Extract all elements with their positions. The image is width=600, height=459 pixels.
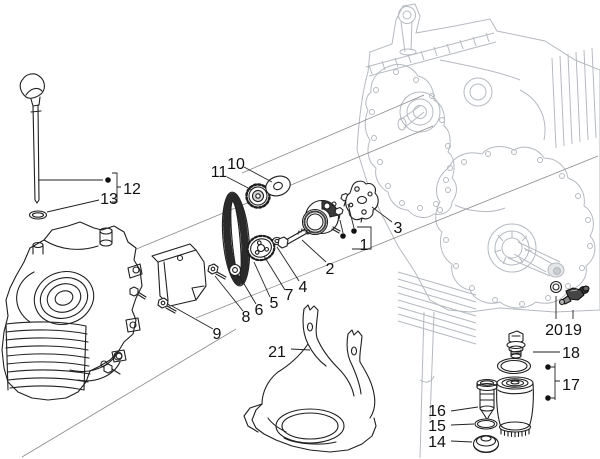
filter-element-drawing bbox=[476, 378, 498, 421]
part-number-label: 6 bbox=[255, 302, 264, 319]
filter-union-drawing bbox=[506, 330, 526, 359]
part-number-label: 13 bbox=[100, 191, 118, 208]
pump-bolt-drawing bbox=[277, 226, 310, 249]
screw-8-drawing bbox=[207, 263, 227, 280]
part-number-label: 18 bbox=[562, 345, 580, 362]
part-number-label: 21 bbox=[268, 344, 286, 361]
part-number-label: 9 bbox=[213, 326, 222, 343]
filter-oring-drawing bbox=[496, 357, 532, 375]
support-bracket-drawing bbox=[243, 304, 377, 453]
washer-10-drawing bbox=[265, 175, 291, 197]
part-number-label: 19 bbox=[564, 322, 582, 339]
chain-bottom-hub bbox=[232, 267, 238, 273]
bracket-screw-drawing bbox=[157, 297, 177, 314]
pressure-sensor-drawing bbox=[558, 285, 590, 306]
chain-bottom-hole bbox=[228, 263, 242, 277]
drain-cap-drawing bbox=[472, 434, 500, 454]
dipstick-drawing bbox=[19, 73, 45, 204]
part-number-label: 12 bbox=[123, 181, 141, 198]
part-number-label: 11 bbox=[211, 164, 228, 181]
pump-gasket-drawing bbox=[345, 180, 379, 223]
crankcase-cover-drawing bbox=[1, 221, 147, 401]
part-number-label: 20 bbox=[545, 322, 563, 339]
callout-leaders bbox=[38, 166, 574, 443]
part-number-label: 7 bbox=[285, 287, 294, 304]
part-number-label: 8 bbox=[242, 309, 251, 326]
part-number-label: 15 bbox=[428, 418, 446, 435]
part-number-label: 14 bbox=[428, 434, 446, 451]
dipstick-oring-drawing bbox=[28, 210, 48, 220]
part-number-label: 1 bbox=[360, 237, 369, 254]
oil-pump-drawing bbox=[301, 199, 341, 236]
part-number-label: 5 bbox=[270, 295, 279, 312]
part-number-label: 10 bbox=[227, 156, 245, 173]
part-number-label: 4 bbox=[299, 279, 308, 296]
chain-guard-bracket-drawing bbox=[151, 243, 207, 307]
ghost-crankcase-drawing bbox=[356, 3, 600, 459]
part-number-label: 3 bbox=[394, 220, 403, 237]
part-number-label: 17 bbox=[562, 377, 580, 394]
part-number-label: 2 bbox=[326, 261, 335, 278]
large-sprocket-drawing bbox=[246, 234, 276, 262]
oil-pump-chain-drawing bbox=[221, 191, 251, 287]
washer-20-drawing bbox=[549, 280, 563, 294]
cap-oring-drawing bbox=[474, 418, 498, 430]
part-number-label: 16 bbox=[428, 403, 446, 420]
filter-cartridge-drawing bbox=[496, 376, 534, 438]
